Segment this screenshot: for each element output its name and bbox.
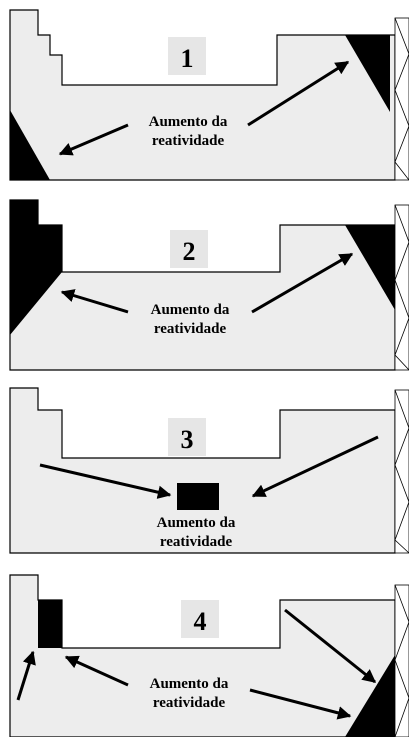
panel-4-end-cap xyxy=(394,584,409,738)
panel-2: 2 Aumento da reatividade xyxy=(9,199,409,371)
panel-2-outline xyxy=(9,199,396,371)
panel-3: 3 Aumento da reatividade xyxy=(9,387,409,554)
panel-1-reactive-zone-right xyxy=(345,35,390,112)
panel-3-number: 3 xyxy=(181,425,194,454)
panel-3-end-cap xyxy=(394,389,409,554)
panel-2-arrow-left xyxy=(60,289,129,314)
panel-4-arrow-right-upper xyxy=(284,608,377,684)
panel-3-caption-line1: Aumento da xyxy=(157,515,236,531)
panel-1-arrow-right xyxy=(247,60,350,127)
panel-3-arrow-right xyxy=(251,435,379,498)
panel-4-number: 4 xyxy=(194,607,207,636)
panel-4-arrow-right-lower xyxy=(249,688,352,720)
panel-4: 4 Aumento da reatividade xyxy=(9,574,409,738)
panel-1-number-box xyxy=(168,37,206,75)
panel-4-caption-line2: reatividade xyxy=(153,695,226,711)
panel-4-caption-line1: Aumento da xyxy=(150,676,229,692)
panel-1: 1 Aumento da reatividade xyxy=(9,9,409,181)
panel-1-number: 1 xyxy=(181,44,194,73)
panel-4-number-box xyxy=(181,600,219,638)
panel-2-number: 2 xyxy=(183,237,196,266)
panel-3-number-box xyxy=(168,418,206,456)
panel-1-outline xyxy=(9,9,396,181)
panel-2-number-box xyxy=(170,230,208,268)
panel-1-caption-line2: reatividade xyxy=(152,133,225,149)
panel-3-caption-line2: reatividade xyxy=(160,534,233,550)
panel-2-end-cap xyxy=(394,204,409,371)
panel-4-arrow-bottom-left xyxy=(16,650,36,701)
panel-1-end-cap xyxy=(394,17,409,181)
panel-1-arrow-left xyxy=(58,123,129,156)
panel-3-outline xyxy=(9,387,396,554)
panel-4-reactive-zone-right xyxy=(345,655,395,737)
panel-1-caption-line1: Aumento da xyxy=(149,114,228,130)
panel-3-arrow-left xyxy=(39,463,172,499)
panel-4-arrow-left xyxy=(64,655,129,687)
panel-2-arrow-right xyxy=(251,252,354,314)
panel-1-reactive-zone-left xyxy=(10,110,50,180)
panel-4-reactive-zone-left xyxy=(38,600,62,648)
panel-2-reactive-zone-right xyxy=(345,225,395,310)
panel-2-caption-line2: reatividade xyxy=(154,321,227,337)
panel-2-reactive-zone-left xyxy=(10,200,62,335)
panel-3-reactive-zone-center xyxy=(177,483,219,510)
panel-2-caption-line1: Aumento da xyxy=(151,302,230,318)
